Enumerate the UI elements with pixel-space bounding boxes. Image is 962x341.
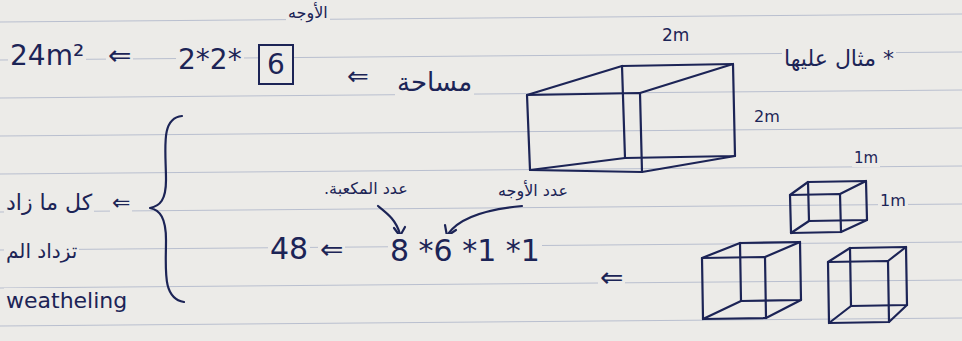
cube-edges [828, 247, 907, 323]
handwritten-note: 8 *6 *1 *1 [388, 234, 542, 269]
cube-edges [702, 242, 801, 319]
handwritten-note: weatheling [4, 288, 129, 313]
ruled-line [0, 204, 962, 212]
cube-back-face [622, 64, 735, 158]
cube-back-face [850, 247, 907, 306]
handwritten-note: ⇐ [106, 40, 133, 72]
ruled-line [0, 318, 962, 326]
handwritten-note: ⇐ [345, 62, 371, 92]
cube-edges [527, 64, 735, 172]
ruled-line [0, 90, 962, 98]
handwritten-note: عدد الأوجه [496, 182, 570, 200]
handwritten-note: 1m [878, 192, 908, 210]
small-cube [790, 181, 867, 233]
handwritten-note: 2*2* [176, 44, 244, 76]
handwritten-note: كل ما زاد [4, 190, 94, 215]
ruled-line [0, 128, 962, 136]
cube-edges [790, 181, 867, 233]
handwritten-note: مساحة [395, 68, 474, 98]
cube-back-face [740, 242, 801, 301]
handwritten-note: 2m [752, 108, 782, 126]
ruled-line [0, 14, 962, 22]
handwritten-note: * مثال عليها [782, 46, 896, 71]
cube-front-face [790, 194, 841, 233]
ruled-line [0, 280, 962, 288]
handwritten-note: 48 [268, 232, 310, 267]
node-text: 6 [267, 49, 285, 81]
cube-back-face [808, 181, 867, 221]
ruled-lines [0, 14, 962, 326]
cube-front-face [828, 261, 889, 323]
small-cube [702, 242, 801, 319]
handwritten-note: 24m² [8, 40, 86, 72]
large-cube [527, 64, 735, 172]
small-cube [828, 247, 907, 323]
handwritten-note: تزداد الم [4, 240, 79, 263]
cube-front-face [702, 257, 766, 319]
handwritten-note: 1m [852, 150, 880, 167]
handwritten-note: ⇐ [598, 262, 625, 294]
boxed-number: 6 [258, 44, 294, 85]
handwritten-note: 2m [660, 26, 691, 46]
handwritten-note: ⇐ [110, 190, 132, 215]
leader-arrow [448, 206, 522, 234]
ruled-line [0, 166, 962, 174]
curly-brace [150, 116, 184, 302]
handwritten-note: الأوجه [286, 4, 330, 22]
handwritten-note: عدد المكعبة. [322, 180, 410, 198]
handwritten-note: ⇐ [318, 234, 345, 266]
